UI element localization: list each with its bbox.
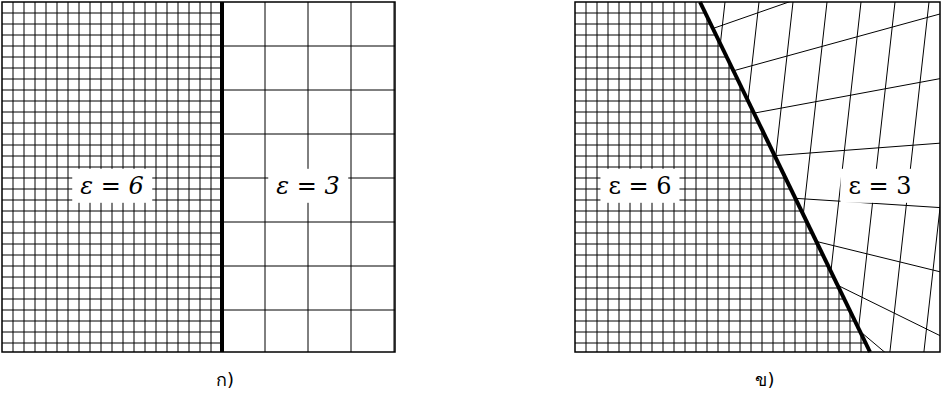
grid-line — [575, 123, 880, 124]
grid-line — [575, 145, 880, 146]
panel-caption: ก) — [216, 370, 234, 390]
grid-line — [575, 255, 880, 256]
grid-line — [2, 156, 222, 157]
grid-line — [2, 244, 222, 245]
grid-line — [575, 101, 880, 102]
grid-line — [575, 310, 880, 311]
grid-line — [2, 299, 222, 300]
grid-line — [575, 112, 880, 113]
grid-line — [575, 79, 880, 80]
grid-line — [729, 13, 942, 72]
grid-line — [222, 134, 395, 135]
permittivity-label: ε = 6 — [600, 169, 679, 203]
grid-line — [2, 145, 222, 146]
grid-line — [2, 46, 222, 47]
grid-line — [575, 167, 880, 168]
grid-line — [575, 222, 880, 223]
grid-line — [575, 68, 880, 69]
grid-line — [2, 13, 222, 14]
grid-line — [2, 332, 222, 333]
grid-line — [685, 2, 725, 360]
grid-line — [2, 35, 222, 36]
permittivity-label: ε = 6 — [72, 169, 152, 203]
grid-line — [2, 167, 222, 168]
grid-line — [2, 266, 222, 267]
grid-line — [575, 134, 880, 135]
grid-line — [2, 321, 222, 322]
grid-line — [222, 222, 395, 223]
panel-b-frame — [575, 2, 940, 352]
grid-line — [265, 2, 266, 352]
panel-a-grid — [2, 2, 395, 352]
grid-line — [2, 90, 222, 91]
grid-line — [923, 2, 942, 360]
grid-line — [575, 299, 880, 300]
grid-line — [575, 288, 880, 289]
grid-line — [222, 90, 395, 91]
permittivity-label: ε = 3 — [840, 169, 919, 203]
grid-line — [222, 266, 395, 267]
grid-line — [770, 143, 942, 156]
grid-line — [575, 46, 880, 47]
grid-line — [2, 134, 222, 135]
grid-line — [749, 78, 942, 114]
grid-line — [2, 310, 222, 311]
grid-line — [2, 79, 222, 80]
interface-line — [220, 2, 224, 352]
grid-line — [575, 13, 880, 14]
grid-line — [787, 2, 827, 360]
grid-line — [2, 57, 222, 58]
grid-line — [2, 343, 222, 344]
grid-line — [575, 266, 880, 267]
panel-b-fine-grid — [575, 2, 880, 352]
panel-caption: ข) — [755, 370, 774, 390]
grid-line — [575, 233, 880, 234]
grid-line — [2, 233, 222, 234]
grid-line — [2, 288, 222, 289]
grid-line — [2, 101, 222, 102]
grid-line — [575, 332, 880, 333]
grid-line — [575, 211, 880, 212]
grid-line — [2, 123, 222, 124]
grid-line — [2, 222, 222, 223]
grid-line — [2, 24, 222, 25]
grid-line — [2, 211, 222, 212]
grid-line — [851, 324, 942, 403]
grid-line — [709, 0, 942, 30]
permittivity-label: ε = 3 — [268, 169, 348, 203]
panel-b-skewed-grid — [685, 0, 942, 403]
grid-line — [2, 255, 222, 256]
grid-line — [222, 46, 395, 47]
grid-line — [2, 277, 222, 278]
grid-line — [575, 321, 880, 322]
grid-line — [222, 310, 395, 311]
panel-a-frame — [2, 2, 395, 352]
grid-line — [2, 68, 222, 69]
grid-line — [575, 156, 880, 157]
grid-line — [575, 343, 880, 344]
grid-line — [2, 112, 222, 113]
grid-line — [351, 2, 352, 352]
grid-line — [575, 90, 880, 91]
grid-line — [575, 35, 880, 36]
